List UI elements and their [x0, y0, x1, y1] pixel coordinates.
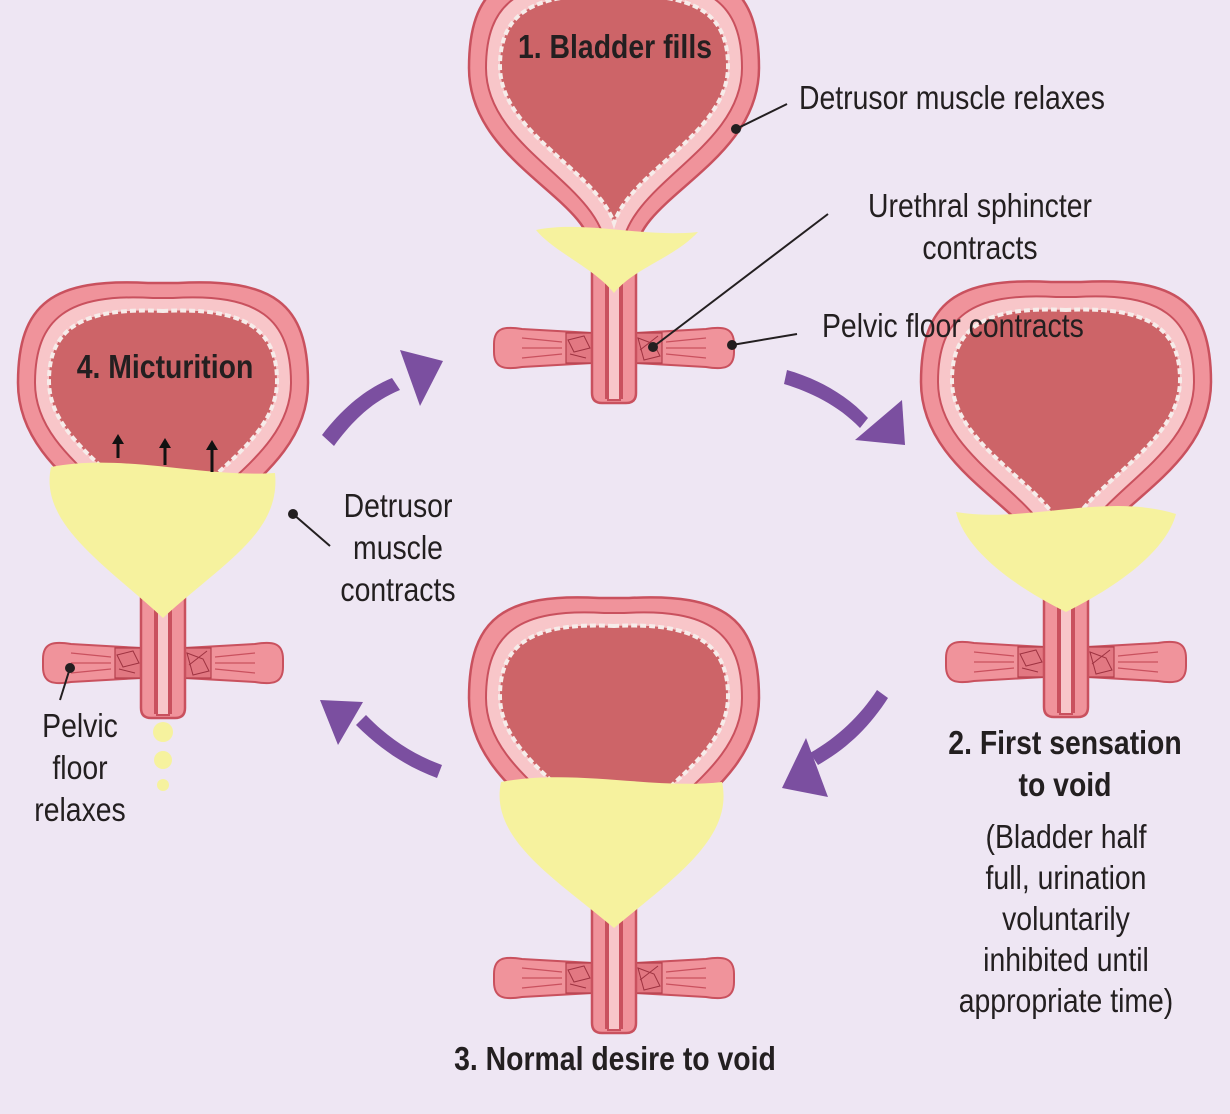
muscle-contraction-arrow-icon: [112, 434, 218, 472]
label-sphincter-contracts: Urethral sphincter contracts: [867, 187, 1092, 266]
label-pelvic-contracts: Pelvic floor contracts: [822, 307, 1084, 344]
stage-4-title: 4. Micturition: [76, 348, 254, 385]
stage-1-title: 1. Bladder fills: [517, 28, 712, 65]
stage-2-title: 2. First sensation to void: [948, 724, 1182, 803]
label-leader-lines: [59, 103, 829, 701]
bladder-stage-1: [467, 0, 761, 405]
cycle-arrow-icon: [320, 350, 905, 797]
label-detrusor-relaxes: Detrusor muscle relaxes: [799, 79, 1105, 116]
stage-2-note: (Bladder half full, urination voluntaril…: [958, 818, 1174, 1019]
bladder-stage-2: [919, 279, 1213, 719]
stage-3-title: 3. Normal desire to void: [454, 1040, 776, 1077]
urine-drop-icon: [153, 722, 173, 791]
bladder-stage-3: [467, 595, 761, 1035]
label-pelvic-relaxes: Pelvic floor relaxes: [34, 707, 126, 828]
label-detrusor-contracts: Detrusor muscle contracts: [340, 487, 456, 608]
bladder-stage-4: [16, 280, 310, 720]
